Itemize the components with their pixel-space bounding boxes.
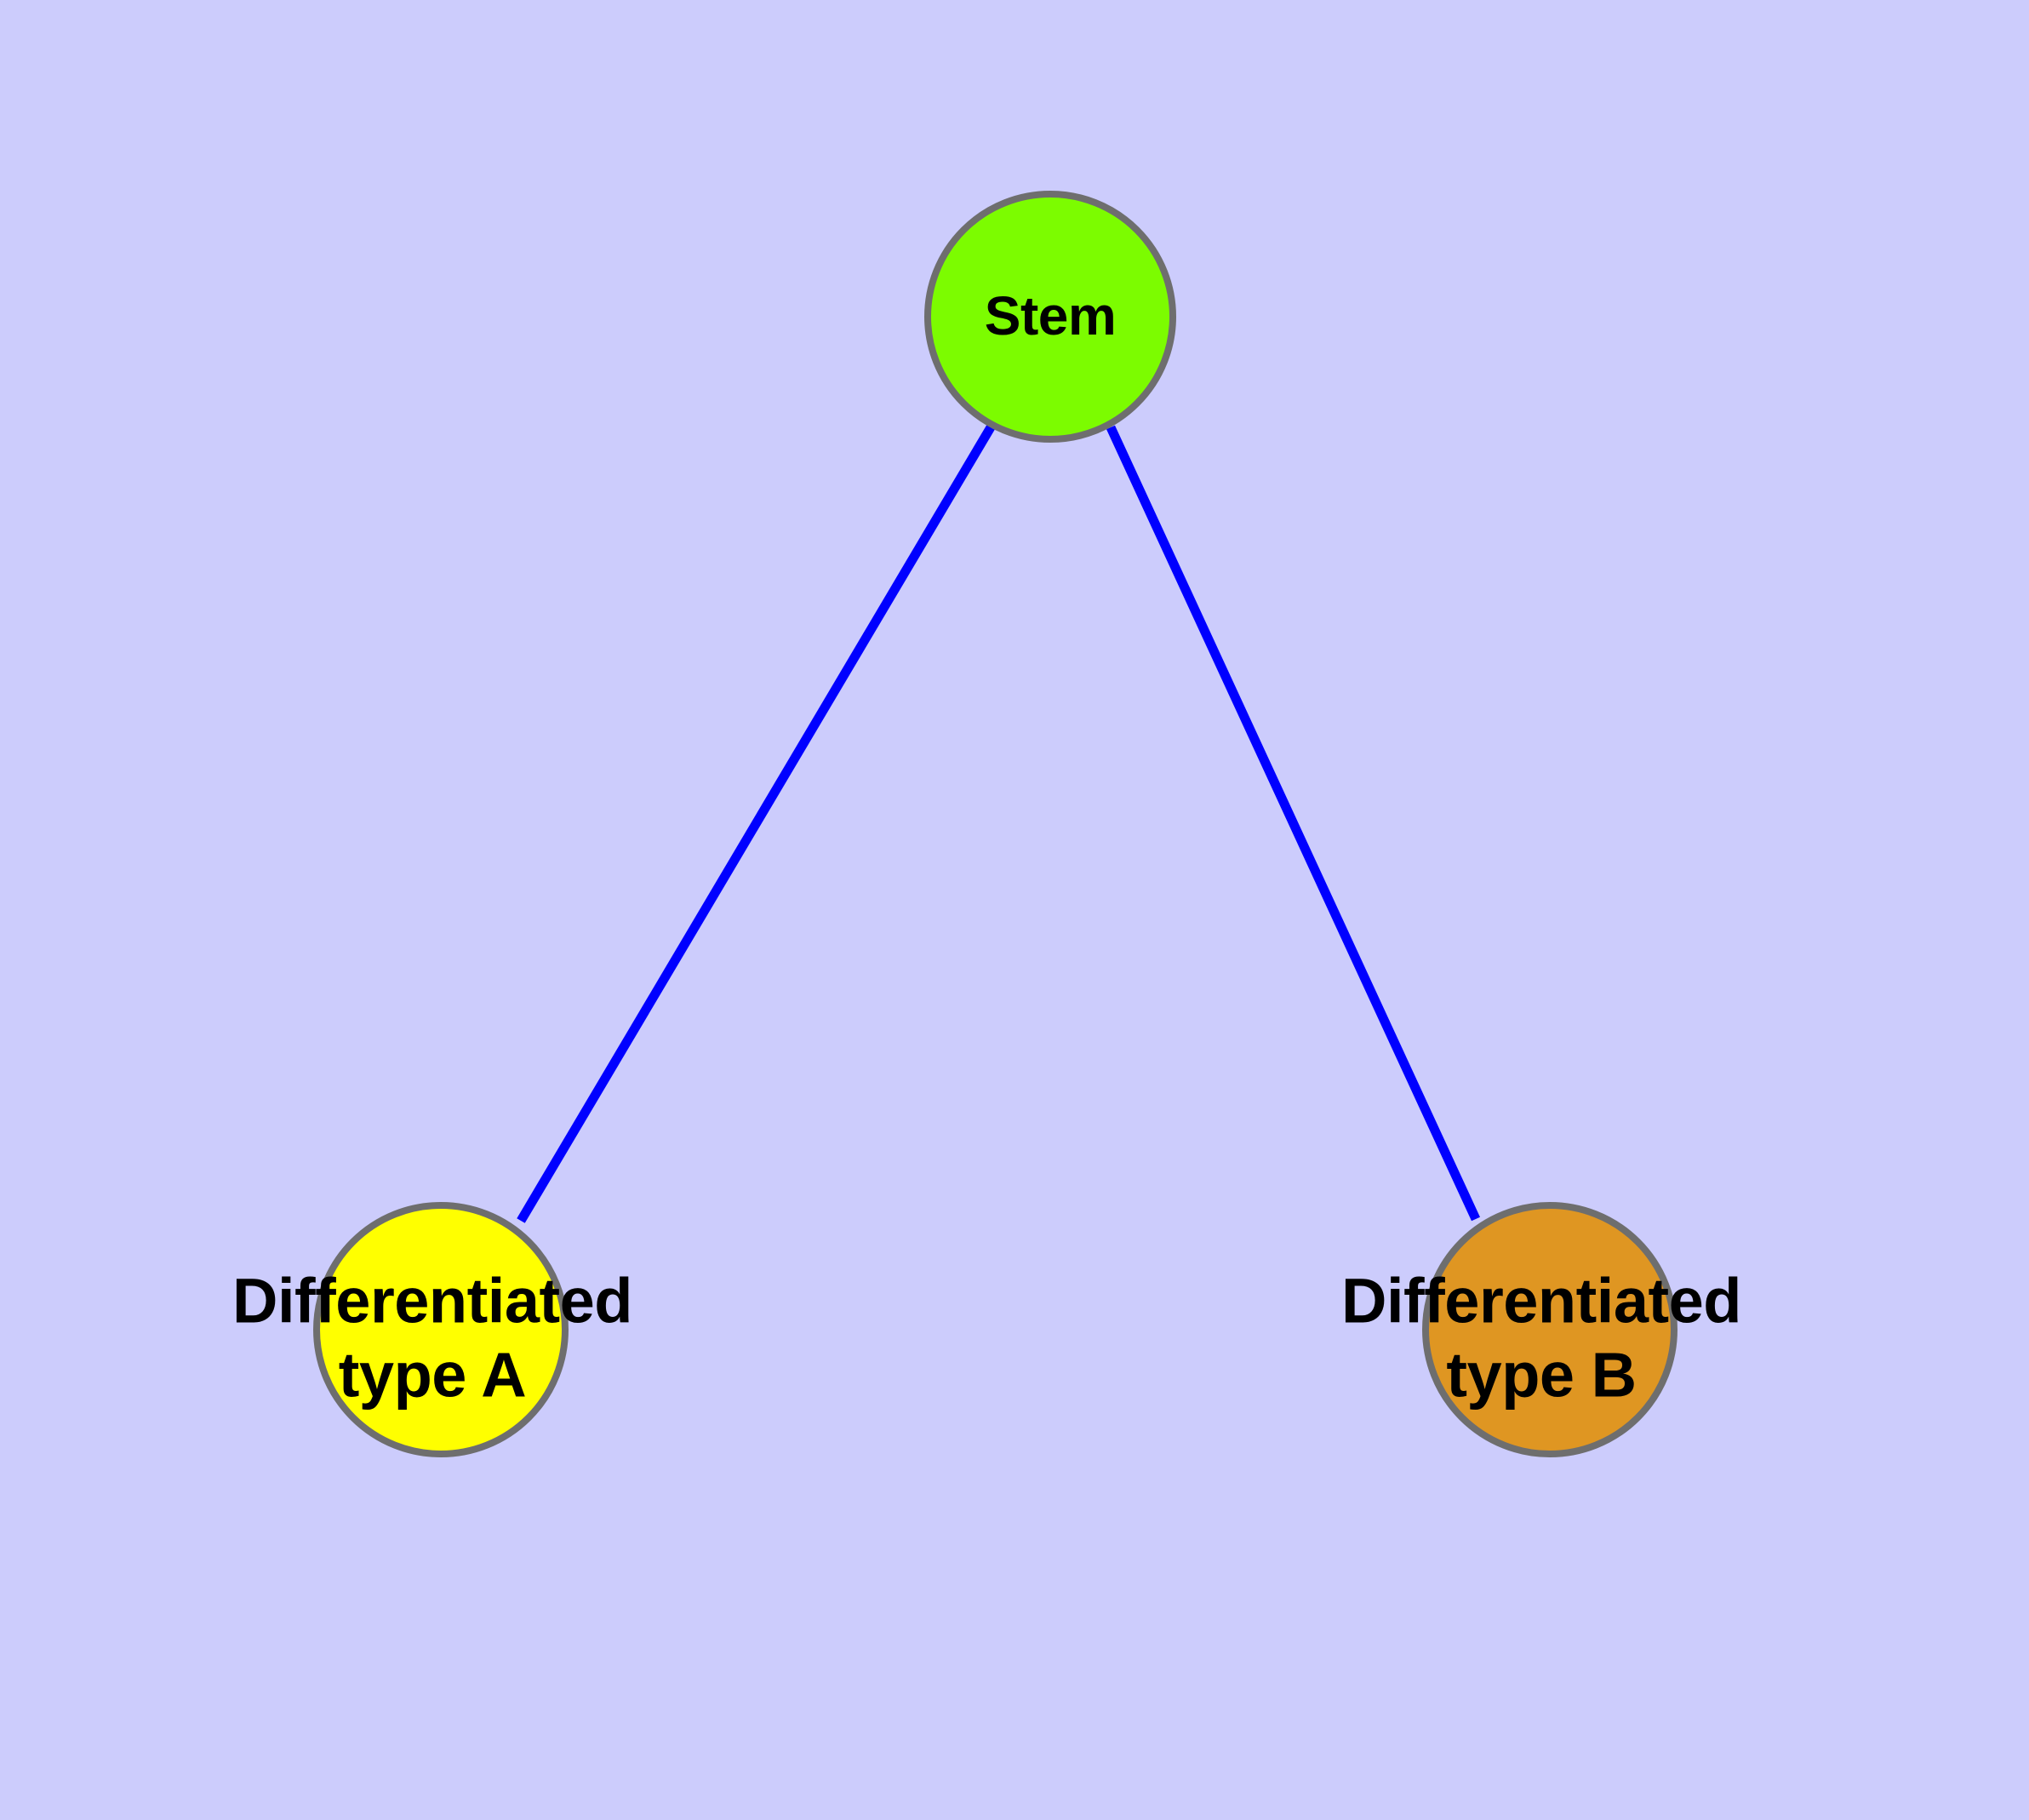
node-stem[interactable]: Stem — [924, 191, 1176, 443]
node-differentiated-type-a[interactable]: Differentiated type A — [232, 1202, 632, 1457]
node-differentiated-type-b-circle[interactable] — [1422, 1202, 1677, 1457]
node-differentiated-type-a-circle[interactable] — [313, 1202, 569, 1457]
node-stem-circle[interactable] — [924, 191, 1176, 443]
node-differentiated-type-b[interactable]: Differentiated type B — [1341, 1202, 1741, 1457]
edge-stem-to-diff-a[interactable] — [517, 425, 995, 1223]
edge-stem-to-diff-b[interactable] — [1106, 425, 1480, 1222]
